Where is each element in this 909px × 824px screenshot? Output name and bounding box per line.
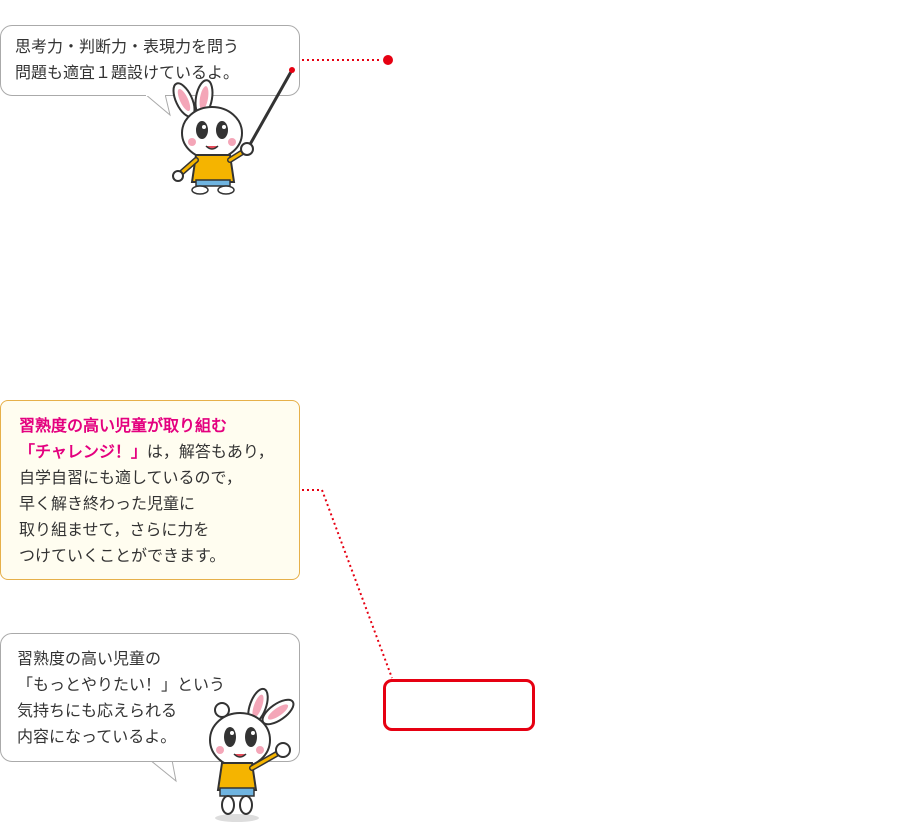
speech-bubble-top: 思考力・判断力・表現力を問う 問題も適宜１題設けているよ。 [0, 25, 300, 96]
bubble-bottom-line-2: 「もっとやりたい！」という [17, 675, 226, 694]
bubble-bottom-line-1: 習熟度の高い児童の [17, 649, 162, 668]
note-highlight-line-1: 習熟度の高い児童が取り組む [19, 416, 228, 435]
bubble-top-line-1: 思考力・判断力・表現力を問う [15, 37, 240, 56]
note-line-6: つけていくことができます。 [19, 546, 226, 565]
challenge-note-box: 習熟度の高い児童が取り組む 「チャレンジ！」は，解答もあり， 自学自習にも適して… [0, 400, 300, 580]
note-line-2-rest: は，解答もあり， [146, 442, 274, 461]
connector-top-dot [383, 55, 393, 65]
bubble-top-line-2: 問題も適宜１題設けているよ。 [15, 63, 240, 82]
bubble-bottom-line-4: 内容になっているよ。 [17, 727, 177, 746]
note-line-5: 取り組ませて，さらに力を [19, 520, 210, 539]
note-line-3: 自学自習にも適しているので， [19, 468, 242, 487]
highlight-frame [383, 679, 535, 731]
note-line-4: 早く解き終わった児童に [19, 494, 196, 513]
connector-note-line [302, 489, 393, 679]
bubble-bottom-line-3: 気持ちにも応えられる [17, 701, 178, 720]
note-highlight-challenge: 「チャレンジ！」 [19, 442, 147, 461]
